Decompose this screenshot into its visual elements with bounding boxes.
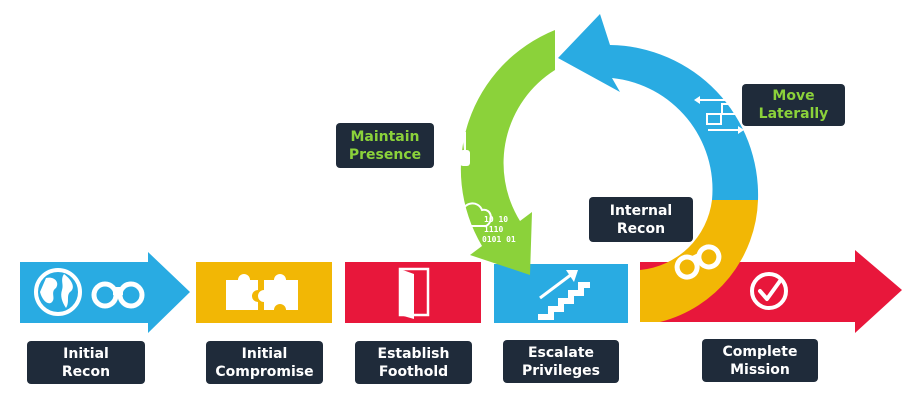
label-establish-foothold-line2: Foothold	[378, 363, 449, 380]
binary-text-2: 1110	[484, 225, 503, 234]
label-establish-foothold-line1: Establish	[377, 345, 450, 362]
network-computers-icon	[694, 96, 744, 134]
label-internal-recon: Internal Recon	[589, 197, 693, 242]
binoculars-icon-cycle	[674, 244, 722, 280]
binoculars-icon	[91, 281, 145, 309]
binary-text-1: 10 10	[484, 215, 508, 224]
label-escalate-privileges: Escalate Privileges	[503, 340, 619, 383]
label-initial-recon-line1: Initial	[63, 345, 109, 362]
label-maintain-presence-line2: Presence	[348, 146, 422, 163]
label-internal-recon-line2: Recon	[616, 220, 666, 237]
label-establish-foothold: Establish Foothold	[355, 341, 472, 384]
label-complete-mission: Complete Mission	[702, 339, 818, 382]
label-internal-recon-line1: Internal	[609, 202, 673, 219]
label-move-laterally-line1: Move	[772, 88, 815, 104]
label-maintain-presence: Maintain Presence	[336, 123, 434, 168]
label-move-laterally-line2: Laterally	[758, 106, 829, 122]
label-initial-compromise-line2: Compromise	[215, 363, 314, 380]
label-initial-recon-line2: Recon	[61, 363, 111, 380]
label-initial-recon: Initial Recon	[27, 341, 145, 384]
label-escalate-privileges-line2: Privileges	[521, 362, 601, 379]
door-icon	[398, 267, 430, 319]
stage-escalate-privileges-box	[494, 264, 628, 323]
label-complete-mission-line1: Complete	[722, 343, 798, 360]
label-initial-compromise-line1: Initial	[241, 345, 288, 362]
label-escalate-privileges-line1: Escalate	[527, 344, 595, 361]
puzzle-icon	[226, 274, 298, 310]
label-move-laterally: Move Laterally	[742, 84, 845, 126]
globe-icon	[34, 268, 82, 316]
checkmark-icon	[750, 272, 788, 310]
tools-icon	[438, 128, 470, 166]
cloud-data-icon	[453, 202, 492, 227]
cycle-maintain-presence-arc	[460, 30, 555, 275]
stairs-arrow-icon	[538, 270, 590, 320]
binary-text-3: 0101 01	[482, 235, 516, 244]
label-complete-mission-line2: Mission	[730, 361, 790, 378]
label-maintain-presence-line1: Maintain	[350, 128, 420, 145]
label-initial-compromise: Initial Compromise	[206, 341, 323, 384]
cycle-move-laterally-arc	[558, 14, 759, 200]
